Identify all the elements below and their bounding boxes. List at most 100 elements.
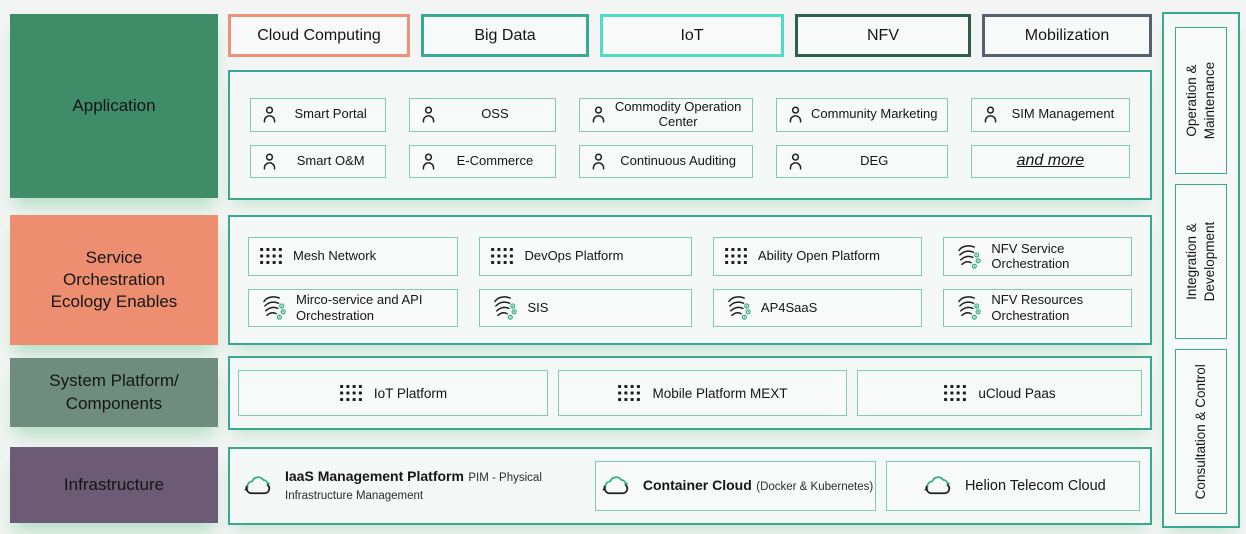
- category-iot: IoT: [600, 14, 784, 57]
- grid-icon: [943, 384, 967, 402]
- cloud-sync-icon: [598, 474, 631, 499]
- app-item-and-more: and more: [970, 144, 1130, 178]
- person-icon: [588, 104, 609, 125]
- sys-item-iot-platform: IoT Platform: [238, 370, 548, 416]
- rail-item-label: Consultation & Control: [1192, 364, 1210, 499]
- infra-item-text: Container Cloud (Docker & Kubernetes): [643, 477, 873, 495]
- right-rail: Operation & Maintenance Integration & De…: [1162, 12, 1240, 528]
- soe-item-label: NFV Resources Orchestration: [991, 292, 1084, 323]
- grid-icon: [724, 247, 748, 265]
- layer-label-application: Application: [10, 14, 218, 198]
- app-item-continuous-auditing: Continuous Auditing: [578, 144, 753, 178]
- person-icon: [418, 104, 439, 125]
- app-item-smart-om: Smart O&M: [250, 144, 387, 178]
- rail-item-label: Operation & Maintenance: [1183, 62, 1218, 139]
- app-item-label: OSS: [481, 106, 509, 122]
- soe-item-ability-open-platform: Ability Open Platform: [712, 237, 923, 276]
- category-label: Mobilization: [1024, 26, 1110, 44]
- app-item-e-commerce: E-Commerce: [409, 144, 556, 178]
- soe-item-label: Mirco-service and API Orchestration: [296, 292, 423, 323]
- infra-item-title: IaaS Management Platform: [285, 468, 464, 484]
- rail-label-line: Integration &: [1184, 223, 1200, 300]
- orchestration-icon: [954, 294, 981, 321]
- category-label: NFV: [867, 26, 899, 44]
- app-item-oss: OSS: [409, 98, 556, 132]
- soe-item-label: Mesh Network: [293, 248, 377, 264]
- soe-item-devops-platform: DevOps Platform: [479, 237, 692, 276]
- app-item-label: Smart O&M: [296, 152, 365, 168]
- grid-icon: [490, 247, 514, 265]
- category-row: Cloud Computing Big Data IoT NFV Mobiliz…: [228, 14, 1152, 57]
- person-icon: [259, 104, 280, 125]
- sys-item-label: uCloud Paas: [978, 385, 1056, 401]
- layer-label-service-orchestration: Service Orchestration Ecology Enables: [10, 215, 218, 345]
- orchestration-icon: [954, 243, 981, 270]
- app-item-label: Community Marketing: [811, 106, 938, 122]
- rail-label-line: Development: [1202, 221, 1218, 302]
- sys-item-label: IoT Platform: [373, 385, 448, 401]
- category-label: Cloud Computing: [257, 26, 381, 44]
- soe-item-label: DevOps Platform: [524, 248, 624, 264]
- app-item-label: and more: [1016, 152, 1085, 170]
- soe-item-label: SIS: [527, 299, 549, 315]
- layer-label-system-platform: System Platform/ Components: [10, 358, 218, 427]
- layer-label-line: Components: [65, 393, 163, 413]
- category-cloud-computing: Cloud Computing: [228, 14, 410, 57]
- infra-item-subtitle: (Docker & Kubernetes): [756, 481, 874, 493]
- soe-item-ap4saas: AP4SaaS: [712, 288, 923, 327]
- cloud-sync-icon: [920, 474, 953, 499]
- category-label: IoT: [680, 26, 704, 44]
- rail-label-line: Operation &: [1184, 64, 1200, 137]
- grid-icon: [339, 384, 363, 402]
- layer-label-infrastructure: Infrastructure: [10, 447, 218, 523]
- system-platform-area: IoT Platform Mobile Platform MEXT uCloud…: [228, 356, 1152, 430]
- rail-item-integration-development: Integration & Development: [1175, 184, 1227, 339]
- person-icon: [980, 104, 1001, 125]
- orchestration-icon: [490, 294, 517, 321]
- soe-item-mesh-network: Mesh Network: [248, 237, 459, 276]
- soe-item-nfv-resources-orchestration: NFV Resources Orchestration: [943, 288, 1132, 327]
- sys-item-mobile-platform-mext: Mobile Platform MEXT: [558, 370, 847, 416]
- app-item-deg: DEG: [775, 144, 948, 178]
- rail-item-label: Integration & Development: [1183, 222, 1218, 302]
- layer-label-line: Infrastructure: [63, 474, 165, 494]
- rail-item-operation-maintenance: Operation & Maintenance: [1175, 27, 1227, 174]
- person-icon: [418, 151, 439, 172]
- orchestration-icon: [724, 294, 751, 321]
- soe-item-label: AP4SaaS: [760, 299, 818, 315]
- infra-item-iaas-management-platform: IaaS Management Platform PIM - Physical …: [240, 461, 585, 511]
- cloud-sync-icon: [240, 474, 273, 499]
- grid-icon: [259, 247, 283, 265]
- category-label: Big Data: [474, 26, 536, 44]
- app-item-label: SIM Management: [1011, 106, 1115, 122]
- sys-item-label: Mobile Platform MEXT: [652, 385, 788, 401]
- infra-item-text: IaaS Management Platform PIM - Physical …: [285, 468, 585, 504]
- rail-label-line: Maintenance: [1202, 61, 1217, 140]
- soe-item-sis: SIS: [479, 288, 692, 327]
- layer-label-line: Orchestration: [62, 269, 166, 289]
- infra-item-text: Helion Telecom Cloud: [965, 477, 1106, 495]
- app-item-commodity-operation-center: Commodity Operation Center: [578, 98, 753, 132]
- app-item-label: E-Commerce: [456, 152, 534, 168]
- app-item-label: Commodity Operation Center: [614, 98, 742, 129]
- app-item-community-marketing: Community Marketing: [775, 98, 948, 132]
- soe-item-micro-service-api-orchestration: Mirco-service and API Orchestration: [248, 288, 459, 327]
- soe-item-label: NFV Service Orchestration: [991, 240, 1070, 272]
- rail-label-line: Consultation & Control: [1193, 363, 1209, 500]
- app-item-label: Continuous Auditing: [620, 152, 736, 168]
- app-item-sim-management: SIM Management: [970, 98, 1130, 132]
- infra-item-title: Container Cloud: [642, 477, 752, 493]
- infrastructure-area: IaaS Management Platform PIM - Physical …: [228, 447, 1152, 525]
- rail-item-consultation-control: Consultation & Control: [1175, 349, 1227, 514]
- infra-item-subtitle: PIM - Physical Infrastructure Management: [285, 472, 542, 502]
- person-icon: [785, 104, 806, 125]
- service-orchestration-area: Mesh Network DevOps Platform Ability Ope…: [228, 215, 1152, 345]
- soe-item-nfv-service-orchestration: NFV Service Orchestration: [943, 237, 1132, 276]
- app-item-label: DEG: [860, 152, 889, 168]
- layer-label-line: Service: [85, 247, 143, 267]
- application-area: Smart Portal OSS Commodity Operation Cen…: [228, 70, 1152, 200]
- grid-icon: [617, 384, 641, 402]
- person-icon: [785, 151, 806, 172]
- infra-item-container-cloud: Container Cloud (Docker & Kubernetes): [595, 461, 876, 511]
